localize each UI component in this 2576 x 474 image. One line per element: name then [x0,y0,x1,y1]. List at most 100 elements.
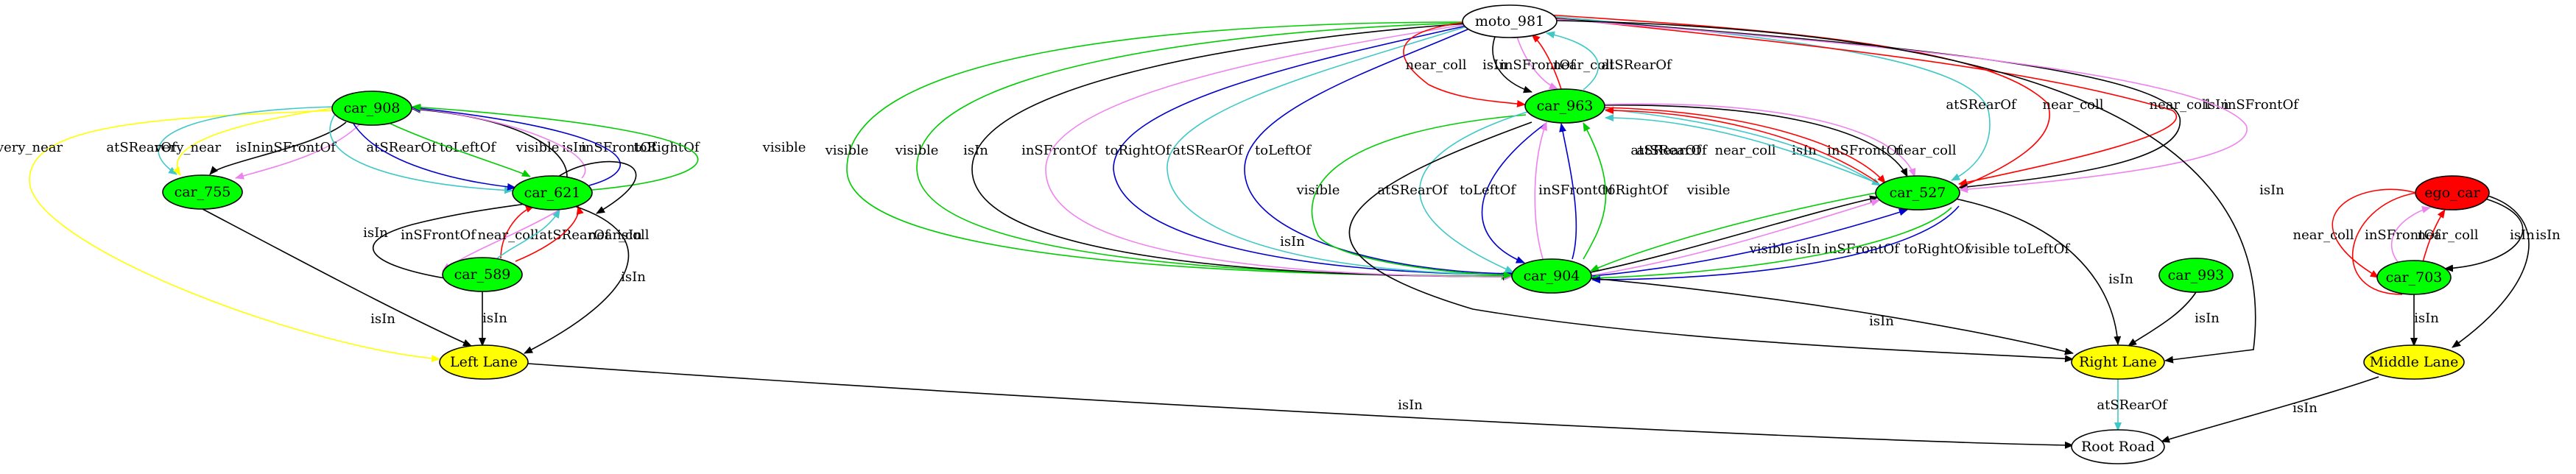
edge-29: near_coll [1605,107,1957,183]
edge-59: isIn [524,205,646,354]
edge-label: isIn [2108,272,2133,287]
edge-label: visible [825,143,869,158]
edge-5: atSRearOf [1166,24,1514,278]
edge-label: isIn [1398,397,1423,413]
node-ellipse [2415,175,2490,211]
edge-line [2452,194,2530,348]
edge-label: isIn [621,269,646,285]
edge-line [2390,206,2431,263]
edge-label: isIn [1280,234,1305,250]
edge-label: atSRearOf [1601,57,1672,73]
edge-6: toLeftOf [1244,26,1514,277]
edge-24: isIn [1280,121,2074,363]
edge-23: visible [1583,122,1731,260]
edge-35: visible [1590,207,2010,282]
edge-32: isIn [1590,195,1879,273]
edge-line [2444,198,2524,272]
edge-line [1045,24,1513,280]
edge-label: visible [1686,183,1731,198]
edge-line [1311,114,1527,279]
edge-line [515,205,584,262]
edge-49: inSFrontOf [412,105,657,179]
edge-label: visible [1296,183,1340,198]
edge-line [1552,17,2178,186]
edge-label: toLeftOf [1255,143,1312,158]
edge-line [1605,107,1879,183]
edge-line [1605,114,1880,185]
edge-label: near_coll [477,227,538,243]
node-moto-981: moto_981 [1462,4,1558,38]
edge-label: isIn [2292,400,2318,416]
node-label: ego_car [2424,185,2480,201]
node-car-963: car_963 [1524,88,1605,124]
edge-line [172,107,334,176]
node-label: car_527 [1890,185,1946,201]
edge-label: atSRearOf [106,140,177,155]
edge-8: isIn [1482,36,1532,93]
edge-40: very_near [0,110,440,362]
edge-46: toLeftOf [353,123,516,191]
edge-11: atSRearOf [1546,31,1672,91]
edge-16: inSFrontOf [1556,18,2299,194]
edge-2: isIn [963,23,1512,280]
node-ellipse [2158,258,2234,293]
edge-41: atSRearOf [106,106,336,175]
edge-line [493,209,560,262]
edge-53: isIn [363,200,535,279]
edge-26: near_coll [1599,107,1886,184]
node-label: car_963 [1537,98,1594,114]
edge-line [329,113,513,194]
node-label: Middle Lane [2370,354,2459,370]
edge-line [1348,121,2074,363]
node-label: car_621 [524,185,581,201]
edge-label: atSRearOf [1377,183,1449,198]
edge-label: isIn [2510,227,2535,243]
edge-label: visible [1749,241,1793,257]
node-label: car_908 [344,100,401,116]
edge-50: toRightOf [412,105,700,186]
node-ellipse [2376,260,2452,295]
edge-line [1555,18,2181,191]
edge-label: atSRearOf [1636,143,1708,158]
edge-label: very_near [154,140,222,155]
edge-label: near_coll [2417,227,2478,243]
edge-line [500,205,535,259]
edge-label: inSFrontOf [1021,143,1097,158]
edge-line [1534,121,1547,260]
node-label: car_589 [454,266,511,283]
edge-label: near_coll [1895,143,1956,158]
edge-line [1546,31,1599,91]
edge-69: isIn [2161,376,2379,443]
edge-label: near_coll [588,227,649,243]
edge-label: isIn [2535,227,2561,243]
edge-line [1559,123,1577,260]
node-ellipse [1875,175,1960,211]
node-label: Right Lane [2079,354,2157,370]
edge-line [235,122,362,180]
node-ellipse [2071,429,2165,464]
edge-22: toRightOf [1559,123,1669,260]
edge-line [1590,192,1877,272]
edge-line [916,22,1512,280]
node-label: car_904 [1524,268,1580,284]
node-middle-lane: Middle Lane [2363,344,2465,380]
edge-18: visible [1296,114,1527,279]
edge-33: inSFrontOf [1591,199,1900,276]
node-car-703: car_703 [2376,260,2452,295]
edge-label: toLeftOf [2013,241,2070,257]
edge-57: near_coll [515,205,650,262]
edge-line [1113,24,1514,278]
edge-line [557,160,637,214]
edge-label: near_coll [2149,97,2210,113]
edge-line [1591,205,1960,283]
edge-label: inSFrontOf [1500,57,1576,73]
node-label: Left Lane [450,354,518,370]
node-car-908: car_908 [331,91,412,126]
edge-52: isIn [202,208,472,347]
edge-label: atSRearOf [1630,143,1702,158]
edge-line [2422,209,2446,263]
edge-68: isIn [2410,294,2439,347]
edge-21: inSFrontOf [1534,121,1614,260]
